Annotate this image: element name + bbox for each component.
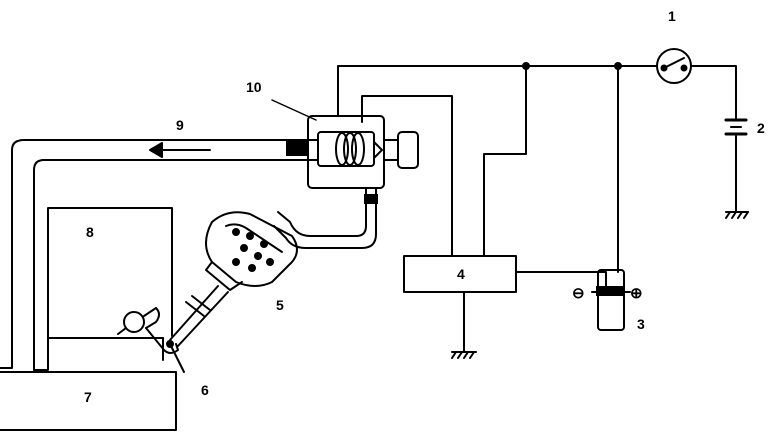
control-unit-box: [403, 255, 517, 293]
battery: [724, 118, 748, 213]
vacuum-unit: [205, 211, 298, 291]
carburetor-body: [0, 139, 291, 431]
ignition-switch: [656, 48, 692, 84]
callout-8: 8: [86, 224, 94, 240]
callout-3: 3: [637, 316, 645, 332]
callout-5: 5: [276, 297, 284, 313]
callout-9: 9: [176, 117, 184, 133]
solenoid-valve: [286, 115, 419, 205]
callout-1: 1: [668, 8, 676, 24]
air-filter-housing: [47, 207, 173, 339]
callout-4: 4: [457, 266, 465, 282]
flow-arrow: [149, 142, 211, 158]
push-rod: [169, 285, 229, 347]
ignition-coil: [591, 269, 631, 331]
callout-7: 7: [84, 389, 92, 405]
wiring-harness: [337, 62, 737, 353]
vacuum-hose-to-unit: [273, 203, 377, 249]
callout-6: 6: [201, 382, 209, 398]
ground-control-unit: [451, 351, 477, 359]
throttle-linkage: [117, 307, 185, 373]
negative-terminal-sign: ⊖: [572, 285, 585, 302]
callout-2: 2: [757, 120, 765, 136]
leader-line-10: [271, 99, 317, 121]
positive-terminal-sign: ⊕: [630, 285, 643, 302]
callout-10: 10: [246, 79, 262, 95]
ground-battery: [725, 211, 749, 219]
